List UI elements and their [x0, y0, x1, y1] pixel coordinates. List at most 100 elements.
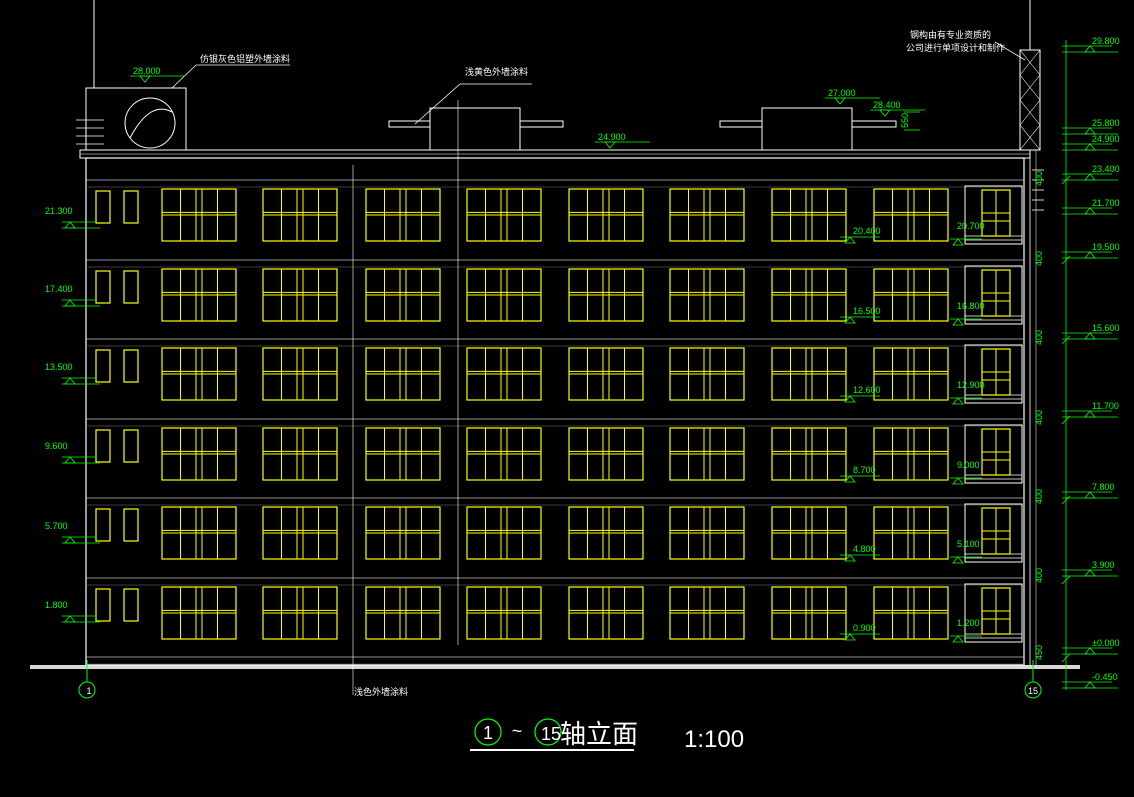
window [669, 268, 745, 322]
elevation-label: 8.700 [853, 465, 876, 475]
balcony [964, 265, 1023, 325]
window [873, 427, 949, 481]
tower-note-line1: 钢构由有专业资质的 [910, 29, 991, 40]
window [466, 188, 542, 242]
elevation-label: 7.800 [1092, 482, 1115, 492]
balcony [964, 185, 1023, 245]
left-elevation: 1.800 [45, 600, 100, 623]
rooftop-tank [124, 97, 176, 149]
right-elevation: 3.900 [1062, 560, 1118, 577]
elevation-label: 25.800 [1092, 118, 1120, 128]
window [365, 268, 441, 322]
elevation-label: 1.800 [45, 600, 68, 610]
elevation-label: 15.600 [1092, 323, 1120, 333]
elevation-label: ±0.000 [1092, 638, 1119, 648]
roof-elevation: 28.400 [870, 100, 925, 117]
window [771, 268, 847, 322]
window [771, 427, 847, 481]
elevation-label: 21.300 [45, 206, 73, 216]
elevation-label: 13.500 [45, 362, 73, 372]
roof-left-note: 仿银灰色铝塑外墙涂料 [200, 53, 290, 64]
small-window [95, 429, 139, 463]
small-window [95, 508, 139, 542]
window [771, 347, 847, 401]
svg-text:15: 15 [1028, 686, 1038, 696]
window [771, 506, 847, 560]
window [466, 347, 542, 401]
window [669, 586, 745, 640]
elevation-label: 16.800 [957, 301, 985, 311]
small-window [95, 588, 139, 622]
dimension-label: 400 [1034, 568, 1044, 583]
building-outline [30, 0, 1080, 695]
roof-elevation: 27.000 [825, 88, 880, 105]
right-elevation: 23.400 [1062, 164, 1120, 181]
axis-bubble-right: 15 [1024, 681, 1042, 699]
right-elevation: 7.800 [1062, 482, 1118, 499]
elevation-label: 5.700 [45, 521, 68, 531]
window [161, 268, 237, 322]
window [568, 427, 644, 481]
dimension-label: 400 [1034, 489, 1044, 504]
window [262, 347, 338, 401]
right-elevation: 29.800 [1062, 36, 1120, 53]
balcony [964, 583, 1023, 643]
small-window [95, 190, 139, 224]
roof-elevation: 24.900 [595, 132, 650, 149]
window [873, 586, 949, 640]
window [365, 427, 441, 481]
left-elevation: 21.300 [45, 206, 100, 229]
elevation-label: 24.900 [1092, 134, 1120, 144]
window [669, 347, 745, 401]
right-elevation: ±0.000 [1062, 638, 1119, 655]
right-elevation: 11.700 [1062, 401, 1119, 418]
facade-outline [85, 157, 1025, 666]
window [466, 586, 542, 640]
small-window [95, 349, 139, 383]
window [365, 586, 441, 640]
title-text: 轴立面 [560, 719, 638, 749]
balcony-door [981, 348, 1011, 396]
balcony-door [981, 507, 1011, 555]
window [568, 347, 644, 401]
drawing-title: 1 ~ 15 轴立面 1:100 [470, 718, 744, 753]
window [669, 506, 745, 560]
right-elevation: 25.800 [1062, 118, 1120, 135]
window [262, 586, 338, 640]
axis-bubble-left: 1 [78, 681, 96, 699]
ground-line [30, 665, 1080, 669]
elevation-label: 20.400 [853, 226, 881, 236]
elevation-label: 9.600 [45, 441, 68, 451]
window [262, 427, 338, 481]
left-elevation: 17.400 [45, 284, 100, 307]
left-elevation: 5.700 [45, 521, 100, 544]
dimension-label: 400 [1034, 251, 1044, 266]
window [466, 506, 542, 560]
balcony-door [981, 189, 1011, 237]
window [365, 347, 441, 401]
elevation-label: 19.500 [1092, 242, 1120, 252]
elevation-label: -0.450 [1092, 672, 1118, 682]
dimension-label: 550 [900, 113, 910, 128]
window [568, 506, 644, 560]
window [466, 427, 542, 481]
elevation-label: 11.700 [1092, 401, 1119, 411]
roof-machine-room [761, 107, 853, 151]
dimension-label: 450 [1034, 645, 1044, 660]
steel-tower [1019, 49, 1041, 151]
window [873, 506, 949, 560]
window [568, 188, 644, 242]
window [262, 268, 338, 322]
balcony [964, 503, 1023, 563]
elevation-label: 4.800 [853, 544, 876, 554]
window [771, 188, 847, 242]
window [262, 188, 338, 242]
balcony [964, 424, 1023, 484]
window [161, 586, 237, 640]
dimension-label: 400 [1034, 171, 1044, 186]
elevation-label: 24.900 [598, 132, 626, 142]
